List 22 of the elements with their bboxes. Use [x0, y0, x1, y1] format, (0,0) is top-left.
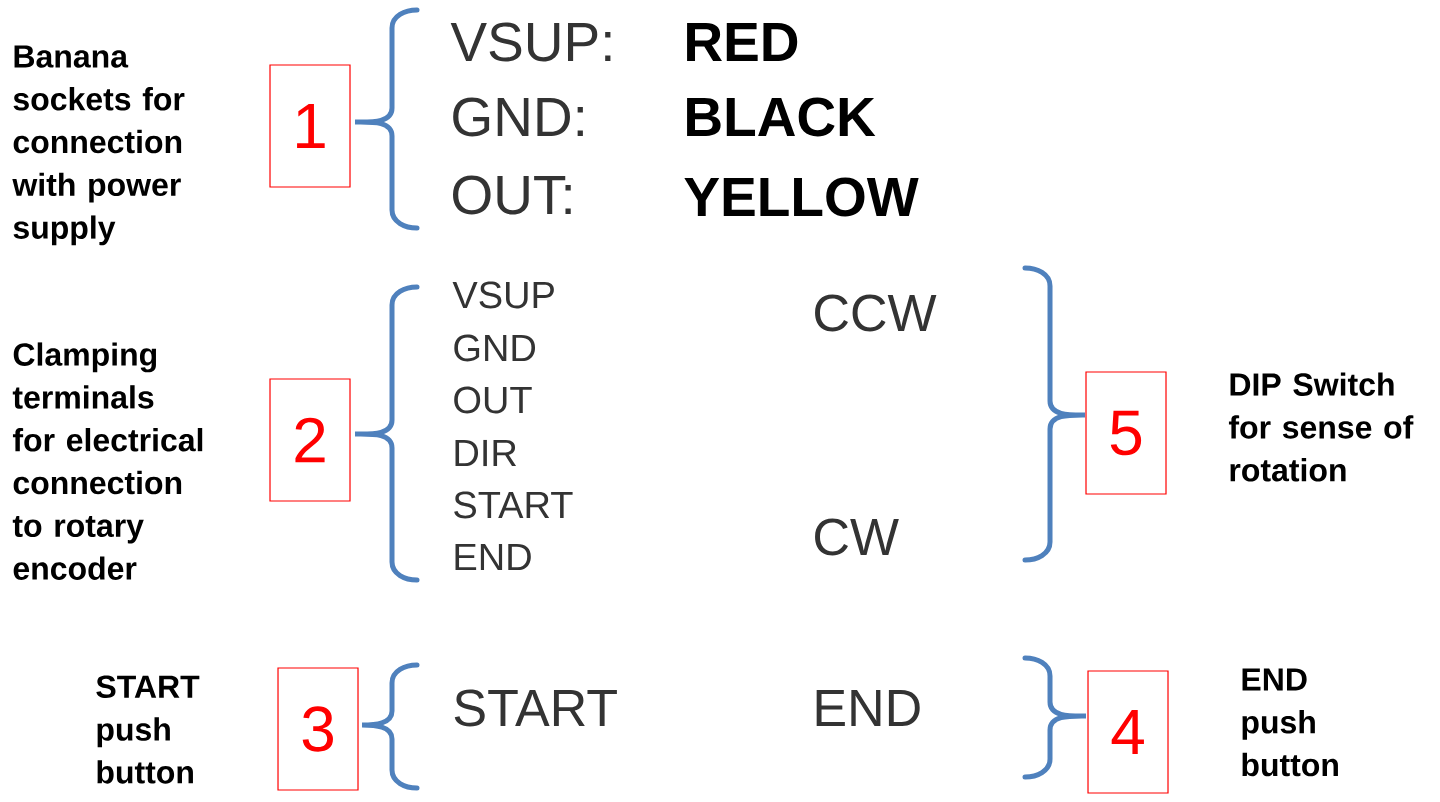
wire-color: BLACK: [687, 97, 876, 137]
terminal-label: GND:: [453, 97, 583, 137]
description-text: Banana sockets for connection with power supply: [12, 45, 185, 246]
wire-color: RED: [687, 23, 798, 61]
number-box: 3: [277, 667, 359, 791]
terminal-label: OUT: [454, 386, 532, 414]
terminal-label: START: [454, 491, 573, 519]
number-box: 5: [1085, 371, 1167, 495]
terminal-label: END: [816, 690, 920, 726]
description-text: Clamping terminals for electrical connection to rotary encoder: [12, 342, 203, 580]
terminal-label: CW: [815, 518, 899, 556]
terminal-label: END: [455, 543, 531, 571]
terminal-label: DIR: [455, 439, 517, 467]
terminal-label: START: [454, 689, 617, 727]
terminal-label: GND: [454, 334, 536, 362]
terminal-label: OUT:: [453, 175, 571, 215]
number-box: 2: [269, 378, 351, 502]
number-box: 1: [269, 64, 351, 188]
terminal-label: CCW: [815, 294, 937, 332]
number-box: 4: [1087, 670, 1169, 794]
wire-color: YELLOW: [684, 177, 919, 217]
terminal-label: VSUP: [452, 281, 554, 309]
